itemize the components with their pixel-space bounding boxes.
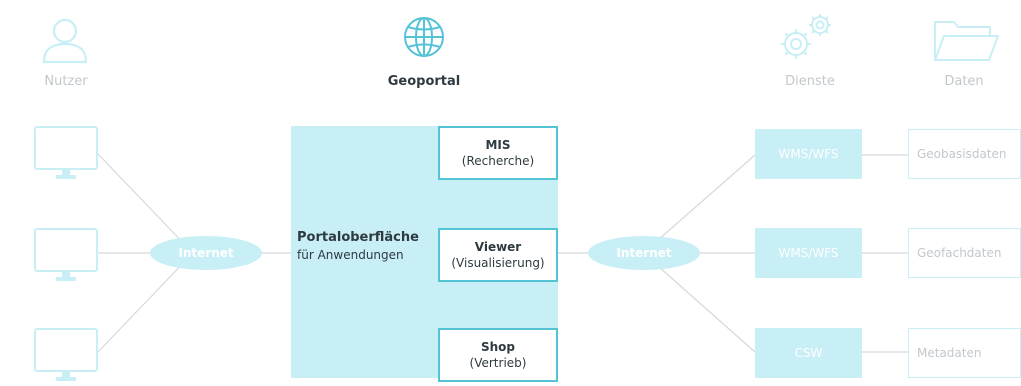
globe-icon [404, 17, 444, 57]
app-subtitle: (Vertrieb) [469, 356, 527, 370]
folder-icon [934, 21, 999, 61]
app-title: Viewer [474, 240, 522, 254]
internet-node-left: Internet [150, 236, 262, 270]
header-label-daten: Daten [944, 74, 984, 89]
internet-node-right: Internet [588, 236, 700, 270]
monitor-icon [34, 126, 98, 184]
service-box-wms-wfs-2: WMS/WFS [755, 228, 862, 278]
user-icon [42, 18, 88, 64]
portal-title: Portaloberfläche [297, 230, 419, 245]
data-box-metadaten: Metadaten [908, 328, 1021, 378]
data-box-geobasisdaten: Geobasisdaten [908, 129, 1021, 179]
app-box-shop: Shop (Vertrieb) [438, 328, 558, 382]
app-subtitle: (Visualisierung) [451, 256, 545, 270]
header-label-geoportal: Geoportal [387, 74, 461, 89]
app-box-mis: MIS (Recherche) [438, 126, 558, 180]
data-box-geofachdaten: Geofachdaten [908, 228, 1021, 278]
gears-icon [781, 14, 831, 59]
monitor-icon [34, 228, 98, 286]
header-label-nutzer: Nutzer [44, 74, 88, 89]
monitor-icon [34, 328, 98, 386]
app-subtitle: (Recherche) [461, 154, 535, 168]
service-box-csw: CSW [755, 328, 862, 378]
connector-lines [96, 152, 908, 354]
app-title: MIS [485, 138, 511, 152]
app-title: Shop [480, 340, 516, 354]
service-box-wms-wfs-1: WMS/WFS [755, 129, 862, 179]
app-box-viewer: Viewer (Visualisierung) [438, 228, 558, 282]
portal-subtitle: für Anwendungen [297, 248, 404, 262]
header-label-dienste: Dienste [785, 74, 835, 89]
